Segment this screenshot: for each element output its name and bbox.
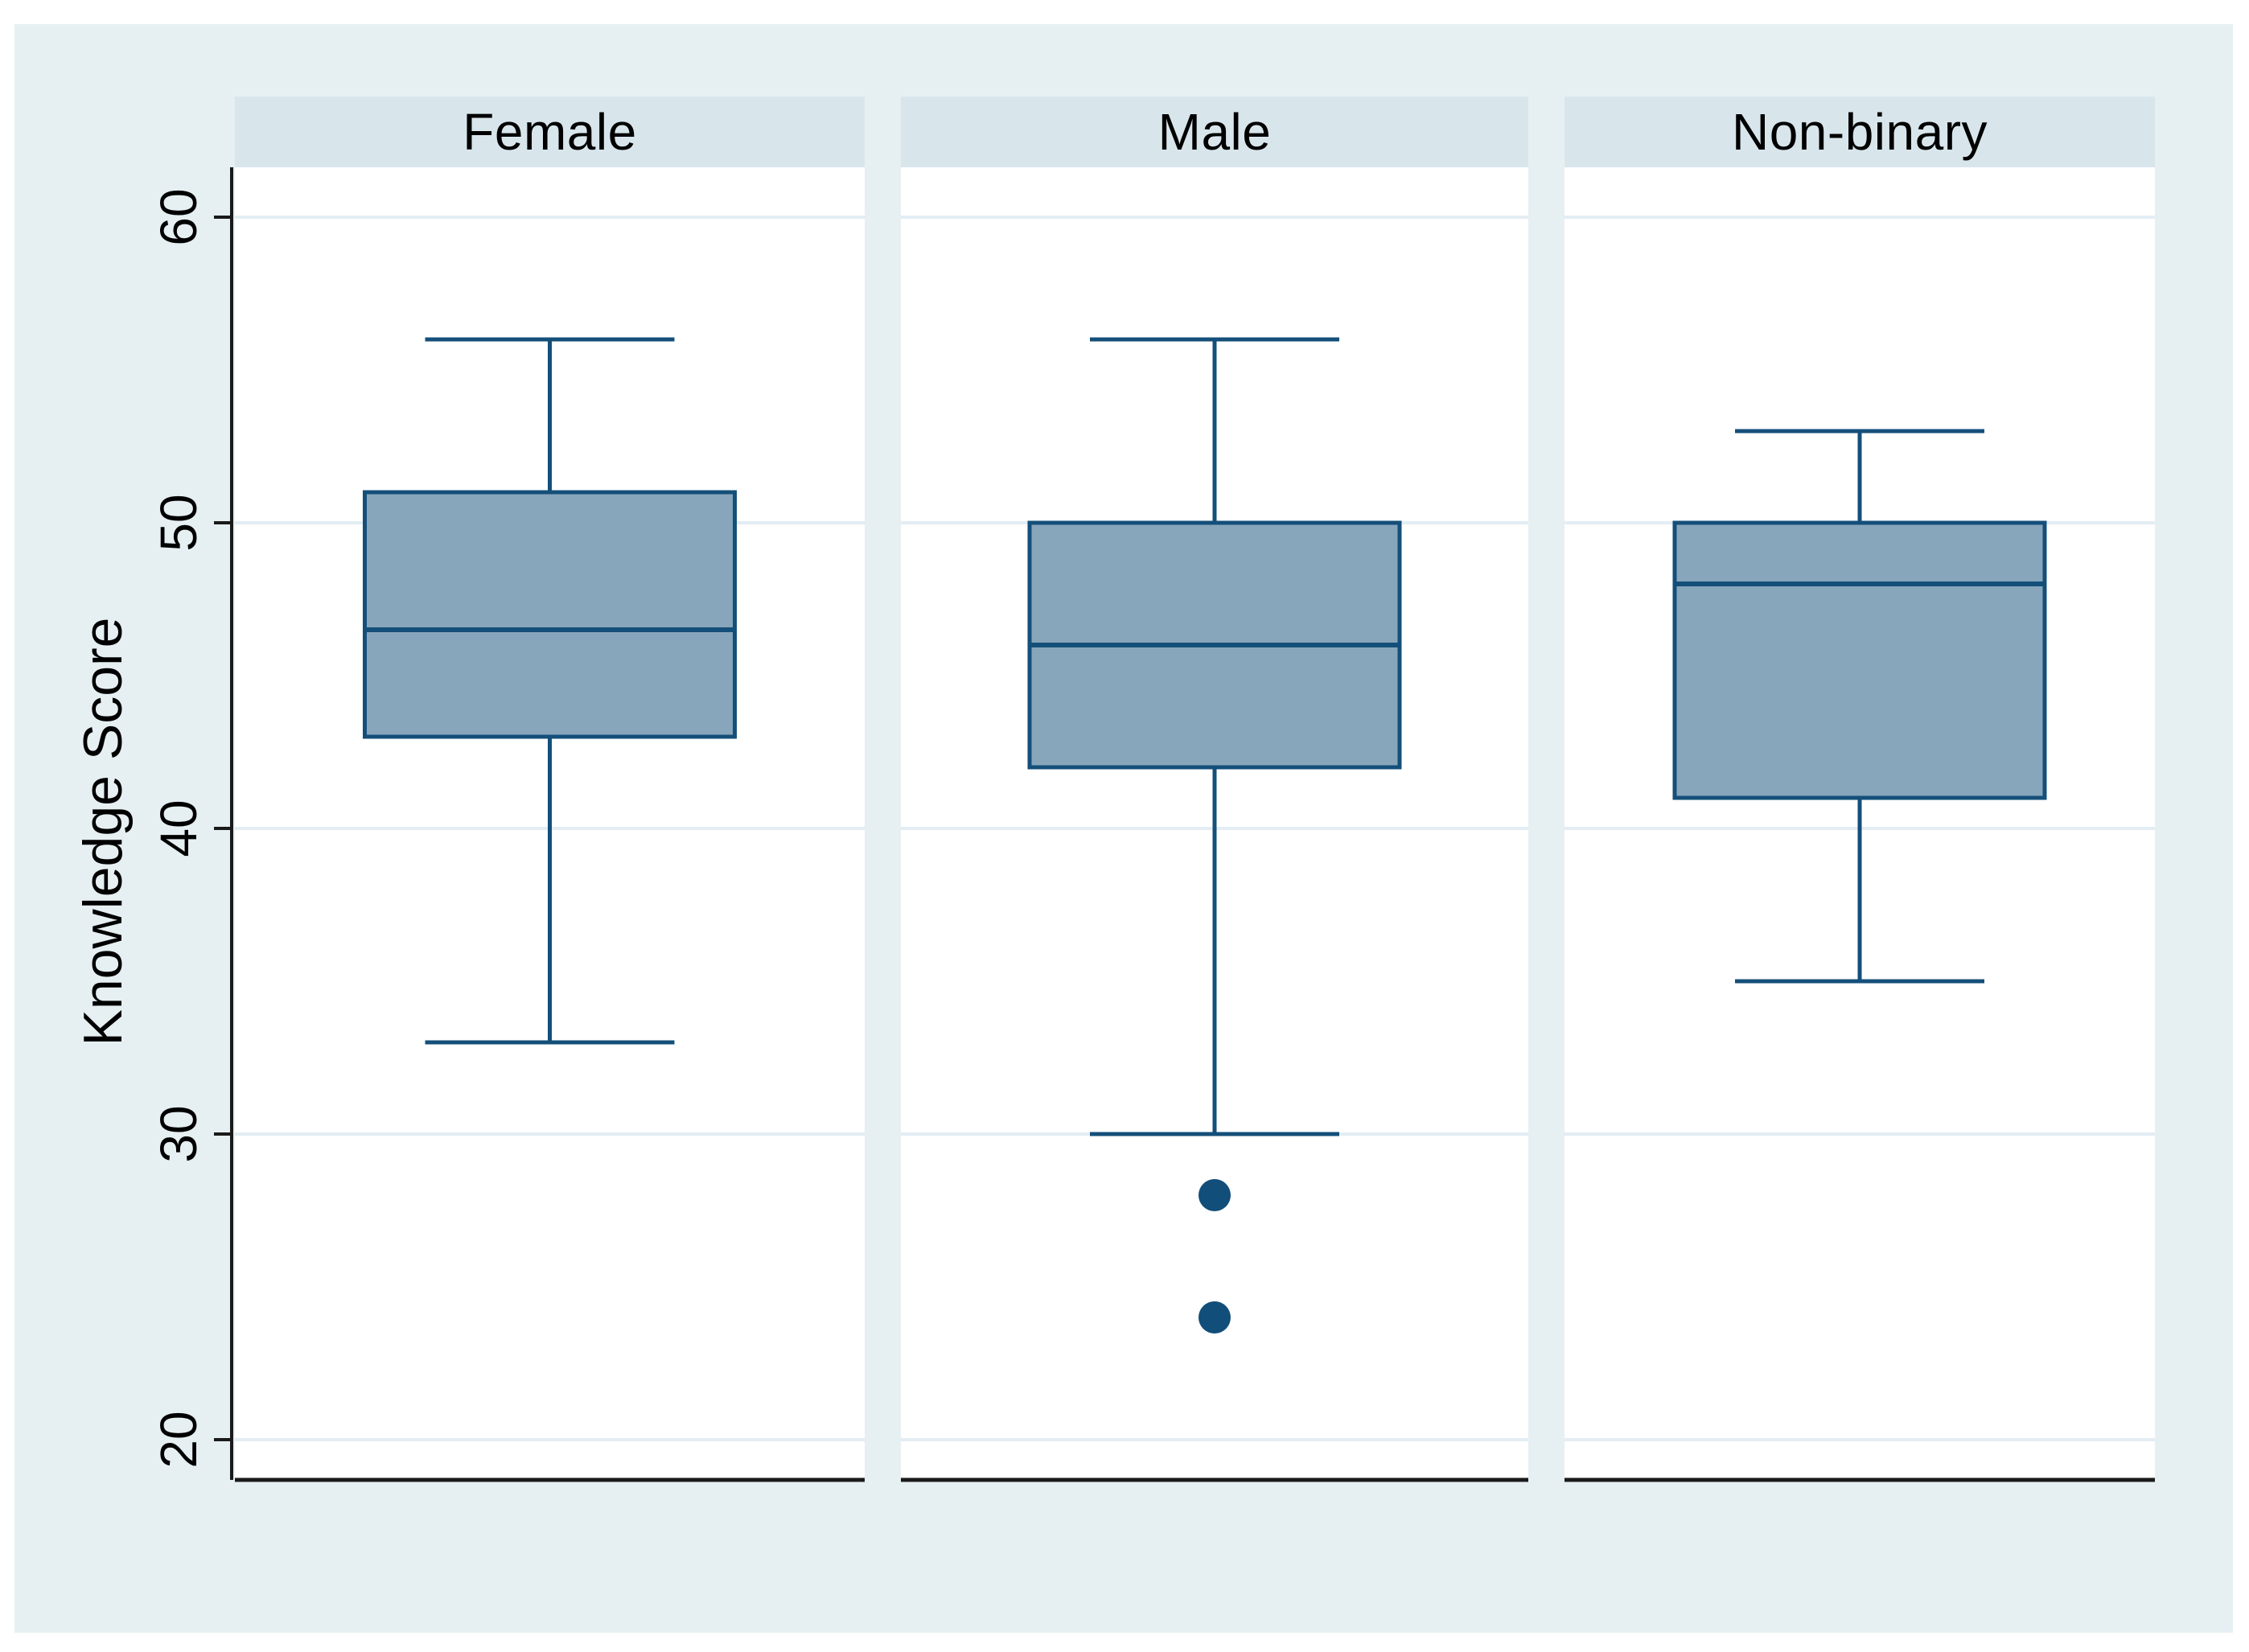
iqr-box: [363, 490, 737, 739]
panel-header-female: Female: [235, 97, 865, 167]
gridline: [1564, 216, 2155, 219]
gridline: [235, 1132, 865, 1136]
gridline: [901, 216, 1528, 219]
gridline: [235, 216, 865, 219]
panel-header-male: Male: [901, 97, 1528, 167]
gridline: [1564, 1438, 2155, 1441]
outlier-dot: [1199, 1179, 1231, 1211]
panel-label-male: Male: [1157, 103, 1272, 161]
panel-label-female: Female: [463, 103, 637, 161]
gridline: [901, 1438, 1528, 1441]
gridline: [1564, 1132, 2155, 1136]
panel-label-nonbinary: Non-binary: [1731, 103, 1988, 161]
outlier-dot: [1199, 1301, 1231, 1334]
gridline: [235, 1438, 865, 1441]
panel-header-nonbinary: Non-binary: [1564, 97, 2155, 167]
iqr-box: [1672, 520, 2047, 800]
